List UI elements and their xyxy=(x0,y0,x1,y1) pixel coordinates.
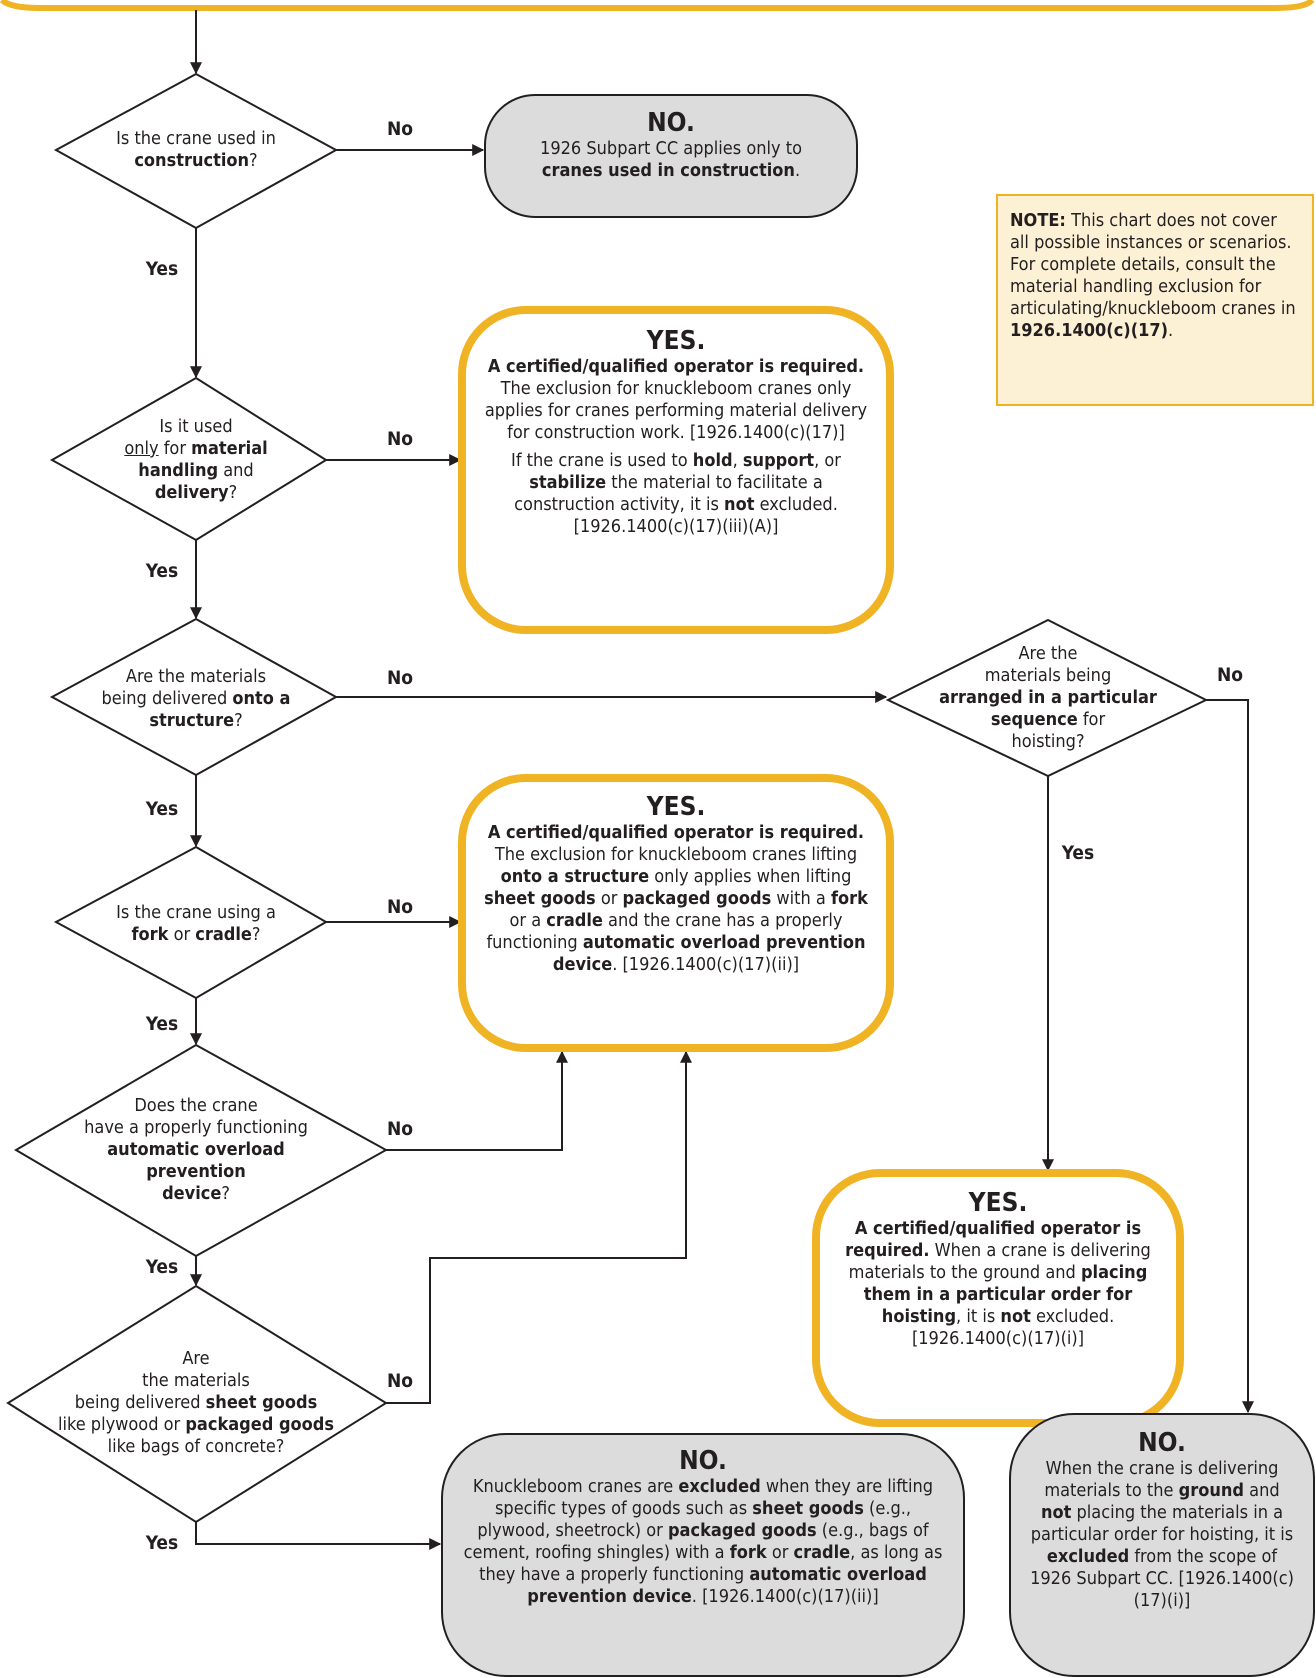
decision-q3-diamond xyxy=(49,617,339,777)
result-yes-material-delivery: YES. A certified/qualified operator is r… xyxy=(480,326,872,538)
connector-q7-no xyxy=(1206,699,1254,1414)
result-title: YES. xyxy=(646,792,706,822)
result-yes-sequence-box xyxy=(812,1169,1184,1427)
result-no-ground-box xyxy=(1009,1413,1315,1677)
decision-q6-diamond xyxy=(6,1284,388,1524)
result-title: NO. xyxy=(679,1446,727,1476)
decision-q5-diamond xyxy=(14,1043,389,1258)
decision-q6-text: Are the materials being delivered sheet … xyxy=(57,1348,335,1457)
label-q4-no: No xyxy=(386,896,414,918)
connector-q5-no xyxy=(386,1050,568,1151)
decision-q4-diamond xyxy=(53,845,328,1000)
result-title: NO. xyxy=(647,108,695,138)
result-yes-structure: YES. A certified/qualified operator is r… xyxy=(480,792,872,976)
label-q6-no: No xyxy=(386,1370,414,1392)
result-yes-material-delivery-box xyxy=(458,306,894,634)
decision-q2-diamond xyxy=(49,376,328,542)
result-yes-sequence: YES. A certified/qualified operator is r… xyxy=(830,1188,1166,1350)
decision-q2-text: Is it used only for material handling an… xyxy=(124,416,268,503)
note-box: NOTE: This chart does not cover all poss… xyxy=(996,194,1314,406)
decision-q1-diamond xyxy=(53,72,339,230)
decision-q4-text: Is the crane using a fork or cradle? xyxy=(116,902,276,945)
connector-q6-no xyxy=(386,1050,692,1404)
result-yes-structure-box xyxy=(458,774,894,1052)
result-title: YES. xyxy=(968,1188,1028,1218)
result-title: NO. xyxy=(1138,1428,1186,1458)
label-q1-yes: Yes xyxy=(145,258,179,280)
label-q6-yes: Yes xyxy=(145,1532,179,1554)
label-q3-no: No xyxy=(386,667,414,689)
label-q4-yes: Yes xyxy=(145,1013,179,1035)
label-q7-no: No xyxy=(1216,664,1244,686)
decision-q7-diamond xyxy=(885,618,1209,778)
result-no-ground: NO. When the crane is delivering materia… xyxy=(1030,1428,1294,1611)
label-q5-no: No xyxy=(386,1118,414,1140)
decision-q7-text: Are the materials being arranged in a pa… xyxy=(939,643,1157,752)
label-q2-yes: Yes xyxy=(145,560,179,582)
top-box-edge xyxy=(0,0,1315,11)
decision-q3-text: Are the materials being delivered onto a… xyxy=(101,666,291,731)
result-no-construction: NO. 1926 Subpart CC applies only to cran… xyxy=(505,108,837,182)
result-no-construction-box xyxy=(484,94,858,218)
label-q2-no: No xyxy=(386,428,414,450)
connector-q6-yes xyxy=(195,1522,442,1550)
decision-q1-text: Is the crane used in construction? xyxy=(116,128,276,171)
label-q5-yes: Yes xyxy=(145,1256,179,1278)
decision-q5-text: Does the crane have a properly functioni… xyxy=(84,1095,308,1204)
label-q3-yes: Yes xyxy=(145,798,179,820)
result-no-excluded-goods: NO. Knuckleboom cranes are excluded when… xyxy=(463,1446,943,1607)
label-q7-yes: Yes xyxy=(1061,842,1095,864)
result-no-excluded-goods-box xyxy=(441,1433,965,1677)
label-q1-no: No xyxy=(386,118,414,140)
result-title: YES. xyxy=(646,326,706,356)
